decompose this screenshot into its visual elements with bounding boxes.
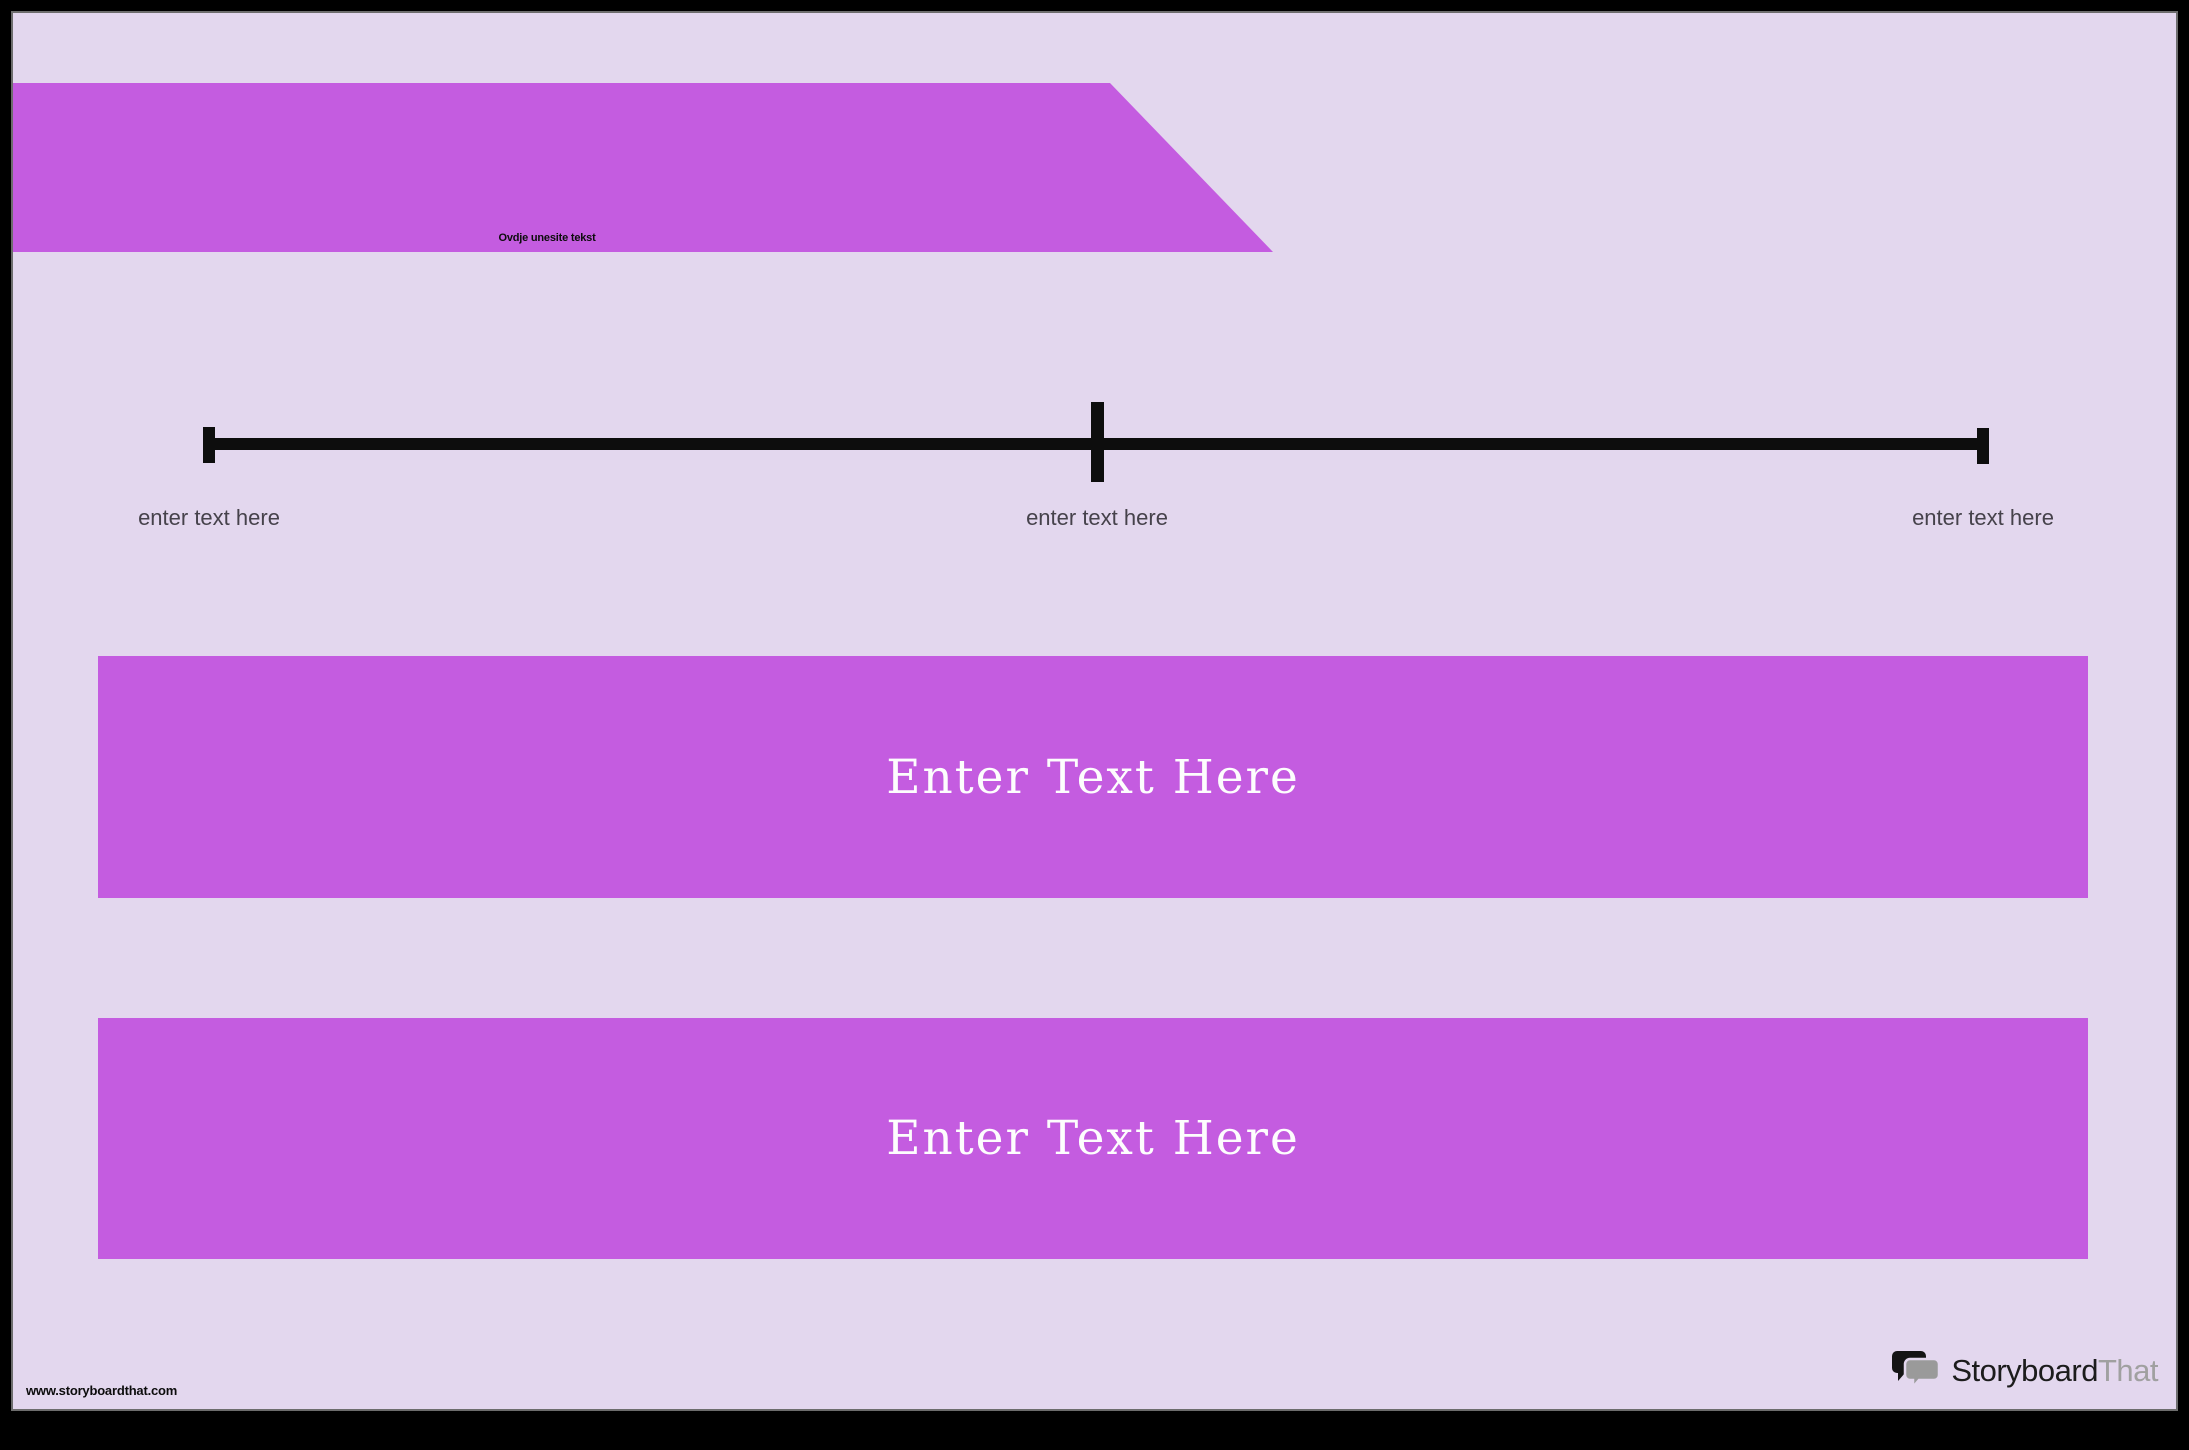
timeline-label-start[interactable]: enter text here xyxy=(138,505,280,530)
speech-bubbles-icon xyxy=(1892,1351,1941,1391)
text-box-2[interactable]: Enter Text Here xyxy=(98,1018,2088,1259)
timeline-label-middle[interactable]: enter text here xyxy=(1026,505,1168,530)
timeline-tick-end xyxy=(1977,428,1989,464)
website-url: www.storyboardthat.com xyxy=(26,1383,178,1398)
text-box-2-label[interactable]: Enter Text Here xyxy=(886,1111,1300,1166)
worksheet-canvas: Ovdje unesite tekst enter text here ente… xyxy=(11,11,2178,1411)
storyboardthat-logo: StoryboardThat xyxy=(1891,1349,2159,1393)
timeline-label-end[interactable]: enter text here xyxy=(1912,505,2054,530)
logo-text-that: That xyxy=(2097,1353,2159,1388)
storyboardthat-wordmark: StoryboardThat xyxy=(1951,1353,2158,1389)
timeline-tick-middle xyxy=(1091,402,1104,482)
logo-text-storyboard: Storyboard xyxy=(1951,1353,2098,1388)
text-box-1-label[interactable]: Enter Text Here xyxy=(886,749,1300,805)
timeline-tick-start xyxy=(203,427,215,463)
text-box-1[interactable]: Enter Text Here xyxy=(98,656,2088,898)
title-banner[interactable]: Ovdje unesite tekst xyxy=(13,83,1273,252)
title-banner-label[interactable]: Ovdje unesite tekst xyxy=(498,232,596,244)
